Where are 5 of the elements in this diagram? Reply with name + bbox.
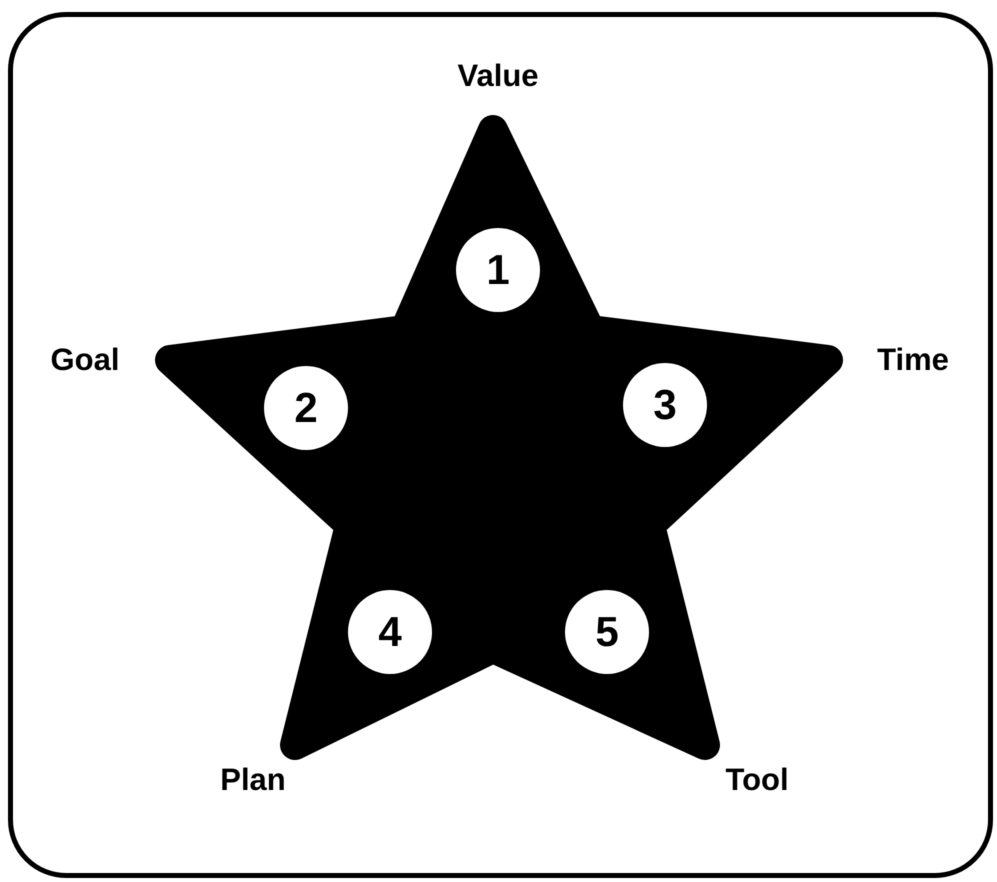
point-label: Time [877, 342, 949, 378]
point-label: Plan [220, 762, 286, 798]
point-label: Goal [50, 342, 120, 378]
point-label: Value [458, 58, 538, 94]
point-label: Tool [725, 762, 789, 798]
